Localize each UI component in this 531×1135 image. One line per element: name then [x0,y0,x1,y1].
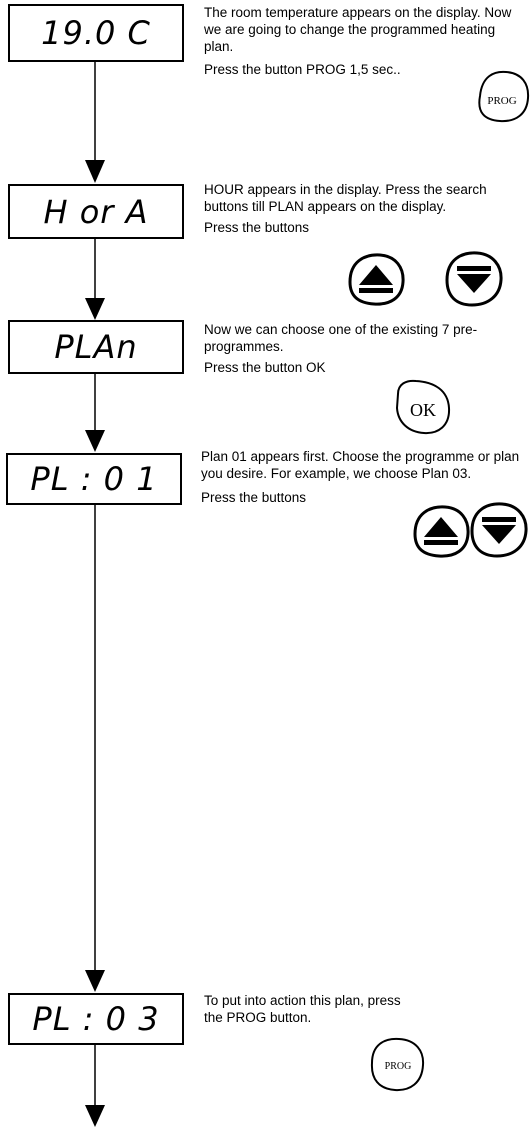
triangle-down-icon [457,266,491,293]
prog-button[interactable]: PROG [366,1035,428,1093]
step-3-note: Now we can choose one of the existing 7 … [204,321,522,382]
step-5-note: To put into action this plan, press the … [204,992,404,1032]
search-up-button[interactable] [411,504,471,558]
step-1-note: The room temperature appears on the disp… [204,4,522,84]
search-down-button[interactable] [443,250,505,308]
prog-button-label: PROG [487,95,516,107]
prog-button-label: PROG [385,1061,412,1072]
step-3-action: Press the button OK [204,360,326,375]
step-4-text: Plan 01 appears first. Choose the progra… [201,449,520,481]
arrowhead [85,160,105,183]
ok-button[interactable]: OK [392,376,454,438]
step-2-note: HOUR appears in the display. Press the s… [204,181,522,242]
step-1-action: Press the button PROG 1,5 sec.. [204,62,401,77]
triangle-up-icon [424,517,458,545]
step-1-text: The room temperature appears on the disp… [204,5,512,54]
display-step-1: 19.0 C [8,4,184,62]
step-5-text: To put into action this plan, press the … [204,993,401,1025]
step-3-text: Now we can choose one of the existing 7 … [204,322,478,354]
step-4-note: Plan 01 appears first. Choose the progra… [201,448,521,512]
step-2-action: Press the buttons [204,220,310,235]
display-step-5: PL : 0 3 [8,993,184,1045]
arrowhead [85,970,105,992]
display-step-2: H or A [8,184,184,239]
triangle-down-icon [482,517,516,544]
arrowhead [85,1105,105,1127]
step-4-action: Press the buttons [201,490,307,505]
display-step-3: PLAn [8,320,184,374]
arrowhead [85,298,105,320]
search-up-button[interactable] [346,252,406,306]
display-step-4: PL : 0 1 [6,453,182,505]
step-2-text: HOUR appears in the display. Press the s… [204,182,487,214]
arrowhead [85,430,105,452]
search-down-button[interactable] [468,501,530,559]
ok-button-label: OK [410,400,436,420]
prog-button[interactable]: PROG [470,68,530,124]
triangle-up-icon [359,265,393,293]
